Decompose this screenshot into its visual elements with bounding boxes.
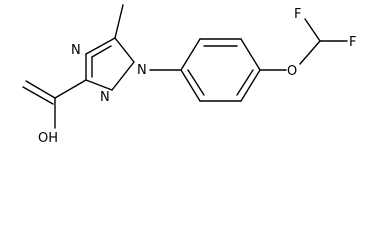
bond-c-double-o-second	[22, 86, 54, 105]
bond-ring-3	[240, 38, 261, 71]
bond-c-double-o	[25, 80, 56, 99]
atom-labels: N N N O F F OH	[38, 7, 356, 146]
bond-ring-1	[180, 38, 201, 71]
atom-f-right: F	[349, 35, 356, 50]
atom-o-ether: O	[287, 64, 297, 79]
atom-n2: N	[100, 90, 110, 105]
bond-n4-c5-inner	[91, 45, 112, 58]
bond-chf2-f-top	[304, 18, 321, 42]
atom-f-top: F	[294, 7, 301, 22]
bond-n4-c5	[85, 37, 116, 55]
bond-methyl	[114, 4, 124, 39]
bond-c3-ccooh	[54, 79, 87, 99]
bond-ring-4	[240, 69, 261, 102]
atom-oh: OH	[38, 131, 58, 146]
atom-n4: N	[71, 43, 81, 58]
bond-ring-4-inner	[236, 69, 254, 96]
structure-diagram: N N N O F F OH	[22, 4, 356, 146]
bond-ring-6-inner	[187, 69, 205, 96]
bond-lines	[22, 4, 348, 129]
bond-c5-n1	[114, 37, 135, 63]
bond-ring-6	[180, 69, 201, 102]
bond-n1-n2	[111, 61, 135, 91]
bond-n2-c3	[85, 79, 113, 91]
atom-n1: N	[137, 63, 147, 78]
bond-ether-chf2	[299, 40, 321, 65]
